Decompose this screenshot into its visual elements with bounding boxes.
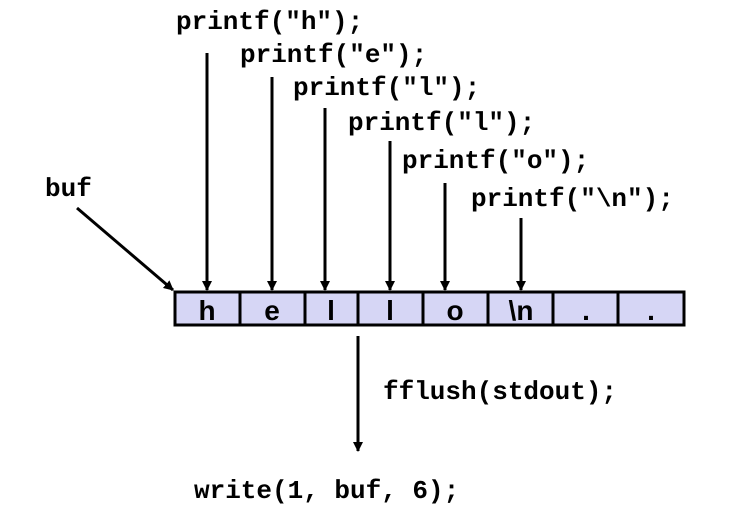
buffer-cell-5 <box>486 290 555 327</box>
buffer-cell-text-1: e <box>264 295 280 326</box>
buffer-cell-0 <box>173 290 242 327</box>
arrow-buf-pointer <box>76 206 174 292</box>
buffer-cell-text-5: \n <box>509 295 534 326</box>
buffer-cell-text-2: l <box>327 295 335 326</box>
buf-label: buf <box>45 174 92 204</box>
buffer-array: h e l l o \n . . <box>173 290 686 327</box>
printf-call-e: printf("e"); <box>240 40 427 70</box>
buffer-cell-text-0: h <box>198 295 215 326</box>
fflush-call: fflush(stdout); <box>383 377 617 407</box>
printf-call-h: printf("h"); <box>176 7 363 37</box>
write-call: write(1, buf, 6); <box>194 476 459 506</box>
printf-call-l1: printf("l"); <box>293 73 480 103</box>
buffer-cell-text-6: . <box>582 295 590 326</box>
printf-call-newline: printf("\n"); <box>471 184 674 214</box>
buffer-cell-4 <box>421 290 490 327</box>
printf-call-o: printf("o"); <box>402 146 589 176</box>
buffer-cell-text-3: l <box>386 295 394 326</box>
buffer-cell-text-7: . <box>647 295 655 326</box>
buffer-cell-text-4: o <box>446 295 463 326</box>
printf-call-l2: printf("l"); <box>348 108 535 138</box>
buffer-cell-3 <box>356 290 425 327</box>
buffer-cell-7 <box>616 290 686 327</box>
